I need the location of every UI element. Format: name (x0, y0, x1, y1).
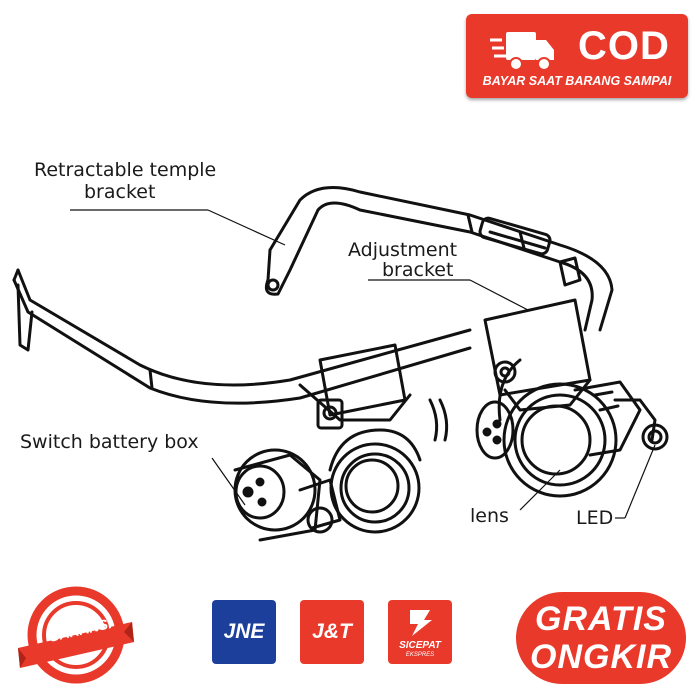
cod-subtitle: BAYAR SAAT BARANG SAMPAI (482, 74, 672, 88)
sicepat-mark-icon (410, 610, 432, 636)
delivery-truck-icon (490, 32, 554, 71)
jnt-label: J&T (312, 620, 352, 643)
callout-temple-line1: Retractable temple (34, 159, 217, 181)
callout-adjust-line1: Adjustment (348, 239, 458, 261)
ribbon-badge-icon (18, 586, 134, 684)
sicepat-sublabel: EKSPRES (405, 652, 435, 658)
led-unit (641, 423, 669, 451)
callout-lens: lens (470, 505, 509, 527)
cod-banner: COD BAYAR SAAT BARANG SAMPAI (466, 14, 688, 98)
left-lens (329, 442, 421, 534)
gratis-line1: GRATIS (535, 600, 667, 638)
sicepat-logo: SICEPAT EKSPRES (388, 600, 452, 664)
gratis-line2: ONGKIR (530, 638, 672, 676)
callout-switch-battery-box: Switch battery box (20, 431, 199, 453)
callout-temple-line2: bracket (84, 181, 156, 203)
jnt-logo: J&T (300, 600, 364, 664)
sicepat-label: SICEPAT (399, 640, 441, 651)
cod-title: COD (578, 24, 670, 68)
right-lens (502, 382, 618, 498)
callout-adjust-line2: bracket (382, 259, 454, 281)
free-shipping-badge: GRATIS ONGKIR (516, 592, 686, 684)
jne-label: JNE (223, 620, 265, 643)
left-temple-arm (16, 268, 472, 387)
callout-led: LED (576, 507, 614, 529)
right-temple-arm (268, 186, 614, 332)
jne-logo: JNE (212, 600, 276, 664)
